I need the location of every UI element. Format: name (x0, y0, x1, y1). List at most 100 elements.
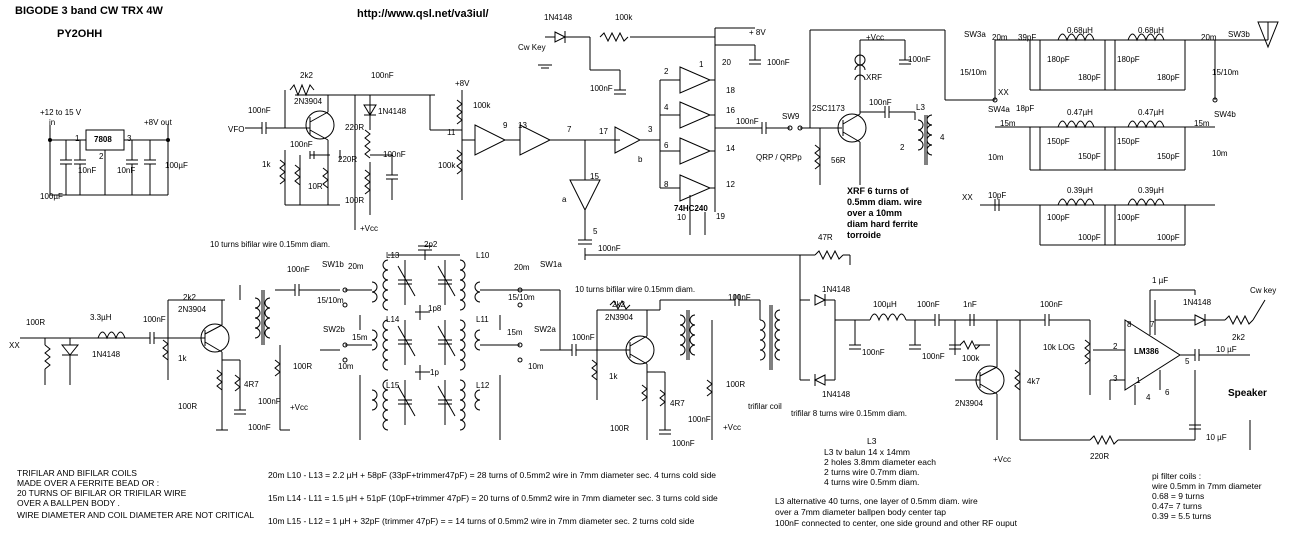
l3-note-4: 4 turns wire 0.5mm diam. (824, 477, 920, 487)
sw2b-label: SW2b (323, 325, 345, 334)
det-r47: 47R (818, 233, 833, 242)
l10-label: L10 (476, 251, 490, 260)
schematic-title: BIGODE 3 band CW TRX 4W (15, 5, 163, 17)
aud-rkey: 2k2 (1232, 333, 1245, 342)
xx-a: XX (998, 88, 1009, 97)
power-supply-circuit (48, 125, 170, 196)
aud-pin6: 6 (1165, 388, 1170, 397)
sw3b-label: SW3b (1228, 30, 1250, 39)
rx2-vcc: +Vcc (723, 423, 742, 432)
ic-pin2: 2 (664, 67, 669, 76)
coil-note-2: MADE OVER A FERRITE BEAD OR : (17, 478, 160, 488)
ic-pin14: 14 (726, 144, 735, 153)
author-callsign: PY2OHH (57, 28, 103, 40)
pi-note-5: 0.39 = 5.5 turns (1152, 511, 1212, 521)
pa-cdecouple: 100nF (908, 55, 931, 64)
det-c1: 100nF (862, 348, 885, 357)
rx2-re2: 4R7 (670, 399, 685, 408)
cw-diode: 1N4148 (544, 13, 573, 22)
pa-remitter: 56R (831, 156, 846, 165)
pin-11: 11 (447, 128, 456, 137)
coil-note-4: OVER A BALLPEN BODY . (17, 498, 120, 508)
rx-band10-b: 10m (528, 362, 544, 371)
rx-band1510-b: 15/10m (508, 293, 535, 302)
vfo-vcc: +Vcc (360, 224, 379, 233)
det-trifilar-note: trifilar 8 turns wire 0.15mm diam. (791, 409, 908, 418)
vfo-remitter: 220R (338, 155, 358, 164)
rx-cin: 100nF (143, 315, 166, 324)
rx2-cvcc: 100nF (688, 415, 711, 424)
r-key: 100k (615, 13, 633, 22)
transistor-rx1 (200, 323, 230, 353)
f10-c1: 100pF (1047, 213, 1070, 222)
aud-pin7: 7 (1150, 320, 1155, 329)
aud-pin3: 3 (1113, 374, 1118, 383)
xrf-note-1: XRF 6 turns of (847, 186, 909, 196)
rx-band20-b: 20m (514, 263, 530, 272)
f10-cin: 10pF (988, 191, 1007, 200)
f20-c1: 180pF (1047, 55, 1070, 64)
aud-c1u: 1 µF (1152, 276, 1169, 285)
ic-pin16: 16 (726, 106, 735, 115)
f15-c3: 150pF (1117, 137, 1140, 146)
filter-note-15m: 15m L14 - L11 = 1.5 µH + 51pF (10pF+trim… (268, 493, 718, 503)
rx-xx: XX (9, 341, 20, 350)
l3-alt-3: 100nF connected to center, one side grou… (775, 518, 1017, 528)
rx-band20-a: 20m (348, 262, 364, 271)
rx2-cout: 100nF (728, 293, 751, 302)
f15-c4: 150pF (1157, 152, 1180, 161)
ic-pin5: 5 (593, 227, 598, 236)
f20-c2: 180pF (1078, 73, 1101, 82)
vfo-capb: 100nF (290, 140, 313, 149)
l14-label: L14 (386, 315, 400, 324)
band1510-a: 15/10m (960, 68, 987, 77)
rx-choke: 3.3µH (90, 313, 112, 322)
vfo-cap-top: 100nF (371, 71, 394, 80)
rx-ce: 100nF (248, 423, 271, 432)
vfo-rbase: 1k (262, 160, 271, 169)
rx-diode: 1N4148 (92, 350, 121, 359)
ground-symbols (216, 64, 552, 431)
xrf-note-4: diam hard ferrite (847, 219, 919, 229)
l11-label: L11 (476, 315, 489, 324)
ic-pin1: 1 (699, 60, 704, 69)
rx-re2: 4R7 (244, 380, 259, 389)
filter-note-10m: 10m L15 - L12 = 1 µH + 32pF (trimmer 47p… (268, 516, 695, 526)
f15-l1: 0.47µH (1067, 108, 1093, 117)
l12-label: L12 (476, 381, 490, 390)
sw2a-label: SW2a (534, 325, 556, 334)
rx-vcc: +Vcc (290, 403, 309, 412)
f20-l1: 0.68µH (1067, 26, 1093, 35)
rx-c1p: 1p (430, 368, 439, 377)
vfo-r100: 100R (345, 196, 365, 205)
rx-rbase: 1k (178, 354, 187, 363)
det-r4k7: 4k7 (1027, 377, 1040, 386)
band1510-b: 15/10m (1212, 68, 1239, 77)
supply-output-label: +8V out (144, 118, 172, 127)
vfo-buffer-circuit (245, 83, 620, 245)
cap-out-bulk: 100µF (165, 161, 188, 170)
ic-pin12: 12 (726, 180, 735, 189)
cw-key-label: Cw Key (518, 43, 546, 52)
det-diode-bot: 1N4148 (822, 390, 851, 399)
rx2-rbias: 2k2 (612, 300, 625, 309)
band15-a: 15m (1000, 119, 1016, 128)
pi-note-4: 0.47= 7 turns (1152, 501, 1202, 511)
band15-b: 15m (1194, 119, 1210, 128)
ic-pin17: 17 (599, 127, 608, 136)
driver-cout: 100nF (736, 117, 759, 126)
pi-note-1: pi filter coils : (1152, 471, 1202, 481)
driver-circuit (545, 27, 800, 260)
coil-note-3: 20 TURNS OF BIFILAR OR TRIFILAR WIRE (17, 488, 187, 498)
vfo-label: VFO (228, 125, 245, 134)
transistor-q1 (305, 110, 335, 140)
det-c3: 100nF (922, 352, 945, 361)
pi-note-3: 0.68 = 9 turns (1152, 491, 1205, 501)
f15-cin: 18pF (1016, 104, 1035, 113)
xx-b: XX (962, 193, 973, 202)
source-url[interactable]: http://www.qsl.net/va3iul/ (357, 8, 489, 20)
rx2-rbase: 1k (609, 372, 618, 381)
aud-diode: 1N4148 (1183, 298, 1212, 307)
driver-cbottom: 100nF (598, 244, 621, 253)
